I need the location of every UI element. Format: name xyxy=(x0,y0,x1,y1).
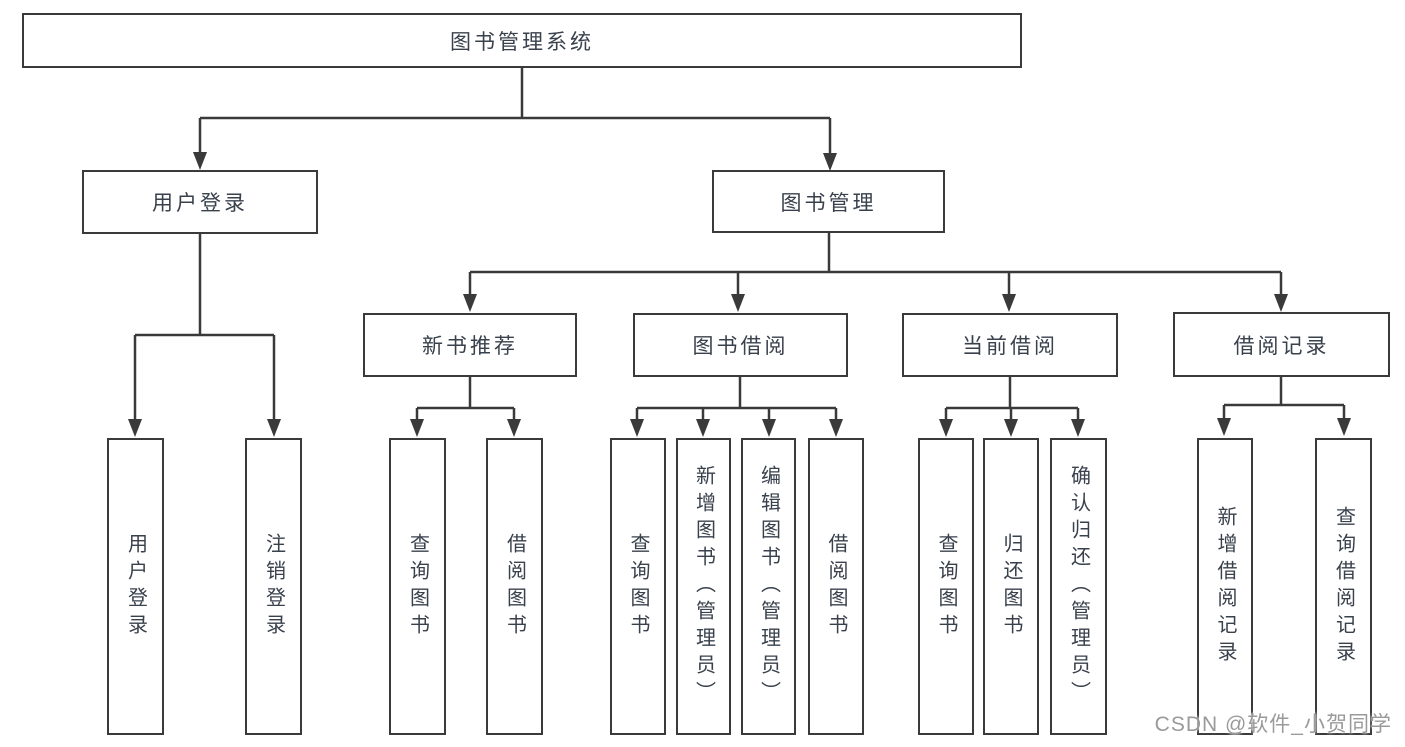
leaf-query-book-borrowing: 查询图书 xyxy=(610,438,666,735)
node-label: 查询借阅记录 xyxy=(1332,505,1355,668)
leaf-user-login: 用户登录 xyxy=(107,438,164,735)
connector-book-borrowing-to-leaves xyxy=(630,377,843,437)
leaf-confirm-return-admin: 确认归还（管理员） xyxy=(1050,438,1107,735)
leaf-logout: 注销登录 xyxy=(245,438,302,735)
node-label: 查询图书 xyxy=(627,532,649,641)
connector-user-login-to-leaves xyxy=(128,234,281,437)
connector-borrowing-records-to-leaves xyxy=(1217,377,1351,436)
node-book-management: 图书管理 xyxy=(712,170,945,233)
node-label: 图书借阅 xyxy=(692,335,789,358)
connector-book-management-to-level3 xyxy=(463,233,1288,312)
node-library-management-system: 图书管理系统 xyxy=(22,13,1022,68)
node-book-borrowing: 图书借阅 xyxy=(633,313,848,377)
node-label: 归还图书 xyxy=(1000,532,1022,641)
node-label: 图书管理 xyxy=(780,191,877,215)
connector-root-to-level2 xyxy=(193,68,837,171)
node-current-borrowing: 当前借阅 xyxy=(902,313,1118,377)
node-label: 借阅图书 xyxy=(825,532,847,641)
node-label: 注销登录 xyxy=(262,532,285,641)
node-label: 新书推荐 xyxy=(422,335,518,358)
leaf-query-book-recommend: 查询图书 xyxy=(389,438,446,735)
node-label: 用户登录 xyxy=(152,192,248,215)
node-label: 图书管理系统 xyxy=(450,30,594,54)
node-user-login: 用户登录 xyxy=(82,170,318,234)
connector-current-borrowing-to-leaves xyxy=(939,377,1085,437)
node-label: 借阅记录 xyxy=(1233,334,1330,358)
connector-new-book-recommend-to-leaves xyxy=(410,377,521,437)
node-label: 用户登录 xyxy=(124,532,147,641)
node-label: 新增借阅记录 xyxy=(1214,505,1236,668)
node-label: 借阅图书 xyxy=(503,532,526,641)
node-label: 确认归还（管理员） xyxy=(1067,465,1090,708)
node-label: 查询图书 xyxy=(406,532,429,641)
leaf-query-book-current: 查询图书 xyxy=(918,438,974,735)
watermark: CSDN @软件_小贺同学 xyxy=(1154,713,1392,736)
node-label: 编辑图书（管理员） xyxy=(757,465,780,708)
node-label: 新增图书（管理员） xyxy=(692,465,715,708)
leaf-add-borrow-record: 新增借阅记录 xyxy=(1197,438,1253,735)
leaf-return-book: 归还图书 xyxy=(983,438,1039,735)
node-label: 查询图书 xyxy=(935,532,957,641)
leaf-borrow-book-recommend: 借阅图书 xyxy=(486,438,543,735)
leaf-borrow-book-borrowing: 借阅图书 xyxy=(808,438,864,735)
node-label: 当前借阅 xyxy=(962,335,1058,358)
leaf-query-borrow-record: 查询借阅记录 xyxy=(1315,438,1372,735)
node-borrowing-records: 借阅记录 xyxy=(1173,312,1390,377)
leaf-add-book-admin: 新增图书（管理员） xyxy=(676,438,731,735)
leaf-edit-book-admin: 编辑图书（管理员） xyxy=(741,438,796,735)
node-new-book-recommend: 新书推荐 xyxy=(363,313,577,377)
